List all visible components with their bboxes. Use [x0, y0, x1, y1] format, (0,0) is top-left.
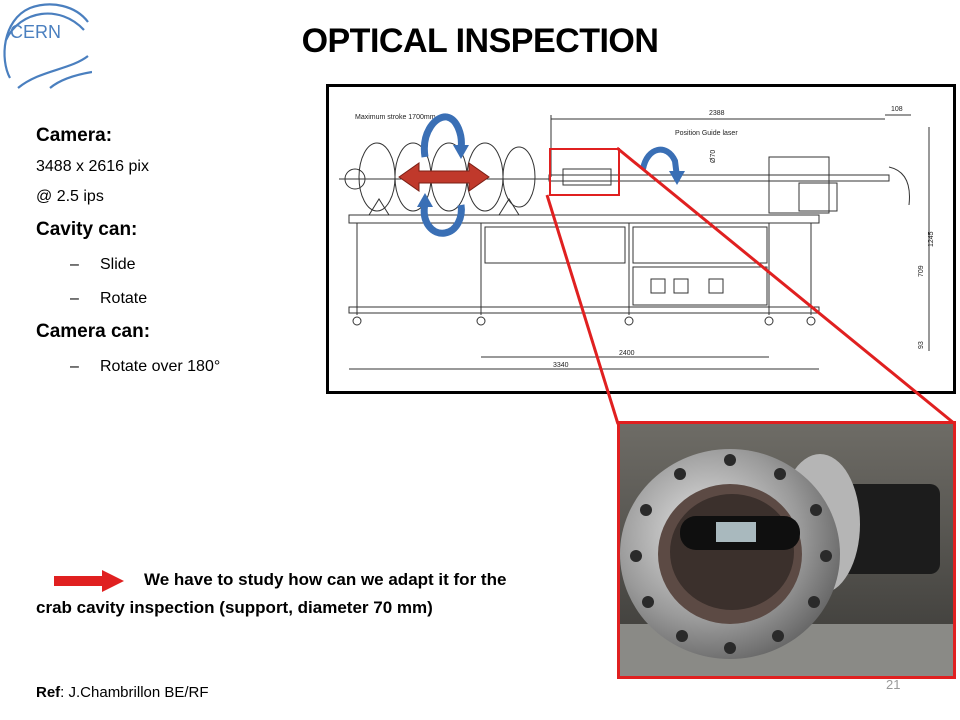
rotate-arrow-top-head-icon: [453, 145, 469, 159]
reference-label: Ref: [36, 684, 61, 701]
list-item-label: Rotate: [100, 290, 148, 307]
list-item-label: Slide: [100, 256, 136, 273]
dim-709: 709: [918, 265, 925, 277]
technical-drawing: Maximum stroke 1700mm Position Guide las…: [326, 84, 956, 394]
list-item-label: Rotate over 180°: [100, 358, 221, 375]
camera-heading: Camera:: [36, 125, 113, 146]
dim-3340: 3340: [553, 362, 569, 369]
reference-text: : J.Chambrillon BE/RF: [60, 684, 209, 701]
red-arrow-icon: [54, 569, 124, 592]
drawing-canvas: Maximum stroke 1700mm Position Guide las…: [339, 106, 935, 370]
page-title: OPTICAL INSPECTION: [301, 22, 659, 60]
cavity-heading: Cavity can:: [36, 219, 138, 240]
camera-can-heading: Camera can:: [36, 321, 151, 342]
slide-arrow-icon: [398, 162, 490, 192]
camera-speed: @ 2.5 ips: [36, 188, 104, 205]
reference: Ref: J.Chambrillon BE/RF: [36, 684, 209, 701]
camera-rotate-arrow-head-icon: [669, 171, 685, 185]
note-line-2: crab cavity inspection (support, diamete…: [36, 598, 433, 617]
note-line-1-text: We have to study how can we adapt it for…: [144, 570, 507, 589]
note-line-1: We have to study how can we adapt it for…: [36, 566, 606, 594]
camera-can-item-rotate: –Rotate over 180°: [70, 358, 221, 375]
rotate-arrow-bottom-head-icon: [417, 193, 433, 207]
spec-list: Camera: 3488 x 2616 pix @ 2.5 ips Cavity…: [36, 122, 316, 384]
page-number: 21: [886, 677, 901, 692]
cern-logo: CERN: [3, 3, 92, 89]
dim-2400: 2400: [619, 350, 635, 357]
camera-flange-photo: [617, 421, 956, 679]
rotate-arrow-top-icon: [420, 113, 465, 158]
dim-diameter: Ø70: [710, 150, 717, 163]
dim-1245: 1245: [928, 231, 935, 247]
camera-highlight-box: [549, 148, 620, 196]
rotate-arrow-bottom-icon: [420, 202, 465, 237]
guide-laser-label: Position Guide laser: [675, 130, 738, 137]
max-stroke-label: Maximum stroke 1700mm: [355, 114, 436, 121]
cavity-item-slide: –Slide: [70, 256, 136, 273]
cern-logo-text: CERN: [10, 22, 61, 42]
dim-93: 93: [918, 341, 925, 349]
photo-canvas: [620, 424, 953, 676]
cavity-item-rotate: –Rotate: [70, 290, 148, 307]
dim-108: 108: [891, 106, 903, 113]
camera-resolution: 3488 x 2616 pix: [36, 158, 149, 175]
dim-2388: 2388: [709, 110, 725, 117]
note-text: We have to study how can we adapt it for…: [36, 566, 606, 622]
